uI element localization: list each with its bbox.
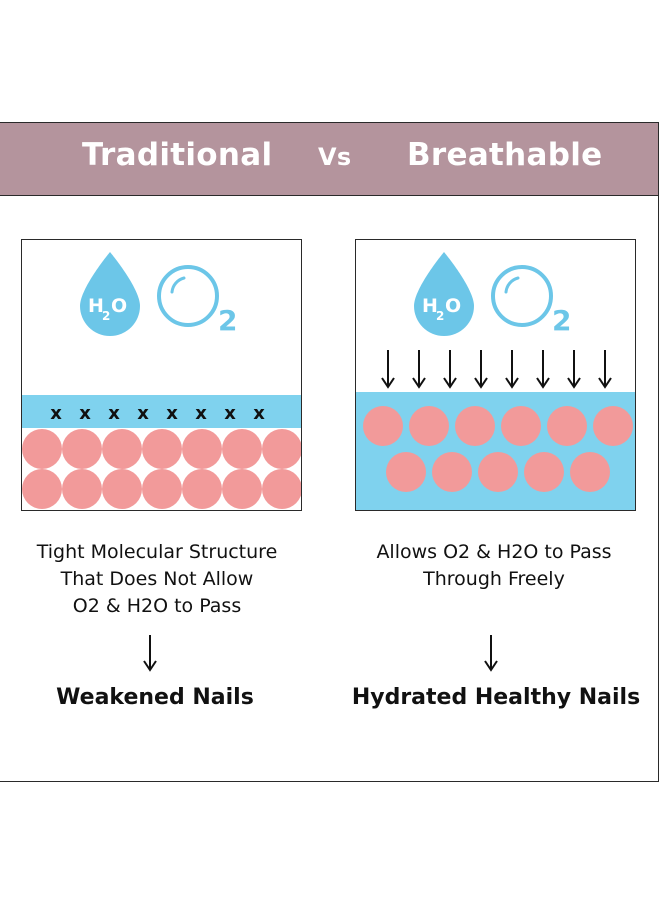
- down-arrow-icon: [443, 350, 457, 389]
- traditional-title: Traditional: [82, 137, 273, 173]
- water-drop-icon: H 2 O: [414, 252, 474, 336]
- permeation-arrows: [381, 350, 612, 389]
- blocked-x-mark: x: [166, 403, 178, 424]
- water-o-text: O: [111, 295, 127, 317]
- blocked-x-mark: x: [224, 403, 236, 424]
- molecule: [142, 469, 182, 509]
- down-arrow-icon: [143, 635, 157, 672]
- blocked-x-mark: x: [195, 403, 207, 424]
- molecule: [22, 469, 62, 509]
- caption-line: That Does Not Allow: [60, 568, 254, 590]
- oxygen-bubble-icon: 2: [157, 265, 237, 337]
- molecule: [524, 452, 564, 492]
- water-sub-text: 2: [436, 309, 444, 323]
- molecule: [62, 469, 102, 509]
- molecule: [478, 452, 518, 492]
- down-arrow-icon: [598, 350, 612, 389]
- molecule: [102, 429, 142, 469]
- molecule: [262, 429, 301, 469]
- water-h-text: H: [422, 295, 438, 317]
- blocked-x-mark: x: [253, 403, 265, 424]
- blocked-x-mark: x: [137, 403, 149, 424]
- molecule: [363, 406, 403, 446]
- molecule: [222, 469, 262, 509]
- down-arrow-icon: [412, 350, 426, 389]
- down-arrow-icon: [474, 350, 488, 389]
- vs-label: Vs: [318, 143, 352, 171]
- oxygen-sub-text: 2: [218, 304, 237, 337]
- loose-molecule-grid: [363, 406, 633, 492]
- molecule: [62, 429, 102, 469]
- traditional-caption: Tight Molecular Structure That Does Not …: [0, 539, 322, 620]
- oxygen-bubble-icon: 2: [491, 265, 571, 337]
- oxygen-sub-text: 2: [552, 304, 571, 337]
- water-sub-text: 2: [102, 309, 110, 323]
- water-drop-icon: H 2 O: [80, 252, 140, 336]
- molecule: [182, 429, 222, 469]
- molecule: [22, 429, 62, 469]
- caption-line: Through Freely: [423, 568, 565, 590]
- breathable-title: Breathable: [407, 137, 603, 173]
- molecule: [262, 469, 301, 509]
- blocked-x-mark: x: [50, 403, 62, 424]
- down-arrow-icon: [381, 350, 395, 389]
- molecule: [501, 406, 541, 446]
- water-h-text: H: [88, 295, 104, 317]
- caption-line: O2 & H2O to Pass: [72, 595, 242, 617]
- down-arrow-icon: [484, 635, 498, 672]
- header-bar: Traditional Vs Breathable: [0, 123, 658, 196]
- water-o-text: O: [445, 295, 461, 317]
- blocked-x-mark: x: [108, 403, 120, 424]
- down-arrow-icon: [505, 350, 519, 389]
- breathable-diagram-svg: H 2 O 2: [356, 252, 635, 510]
- molecule: [547, 406, 587, 446]
- breathable-diagram: H 2 O 2: [355, 239, 636, 511]
- tight-molecule-grid: [22, 429, 301, 509]
- breathable-caption: Allows O2 & H2O to Pass Through Freely: [329, 539, 659, 593]
- breathable-layer: [356, 392, 635, 510]
- molecule: [570, 452, 610, 492]
- molecule: [386, 452, 426, 492]
- blocked-x-mark: x: [79, 403, 91, 424]
- molecule: [455, 406, 495, 446]
- molecule: [409, 406, 449, 446]
- caption-line: Tight Molecular Structure: [36, 541, 278, 563]
- molecule: [102, 469, 142, 509]
- breathable-result: Hydrated Healthy Nails: [351, 685, 641, 710]
- down-arrow-icon: [567, 350, 581, 389]
- molecule: [222, 429, 262, 469]
- molecule: [432, 452, 472, 492]
- molecule: [142, 429, 182, 469]
- molecule: [182, 469, 222, 509]
- coating-layer: [22, 395, 301, 428]
- caption-line: Allows O2 & H2O to Pass: [376, 541, 612, 563]
- molecule: [593, 406, 633, 446]
- traditional-result: Weakened Nails: [56, 685, 254, 710]
- down-arrow-icon: [536, 350, 550, 389]
